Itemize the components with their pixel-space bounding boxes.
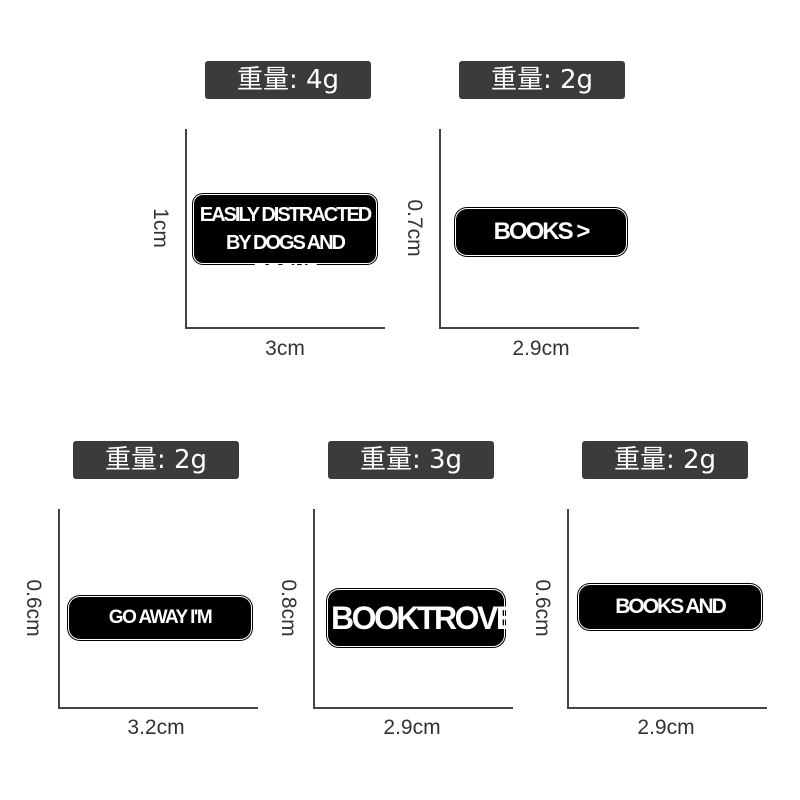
width-label: 2.9cm xyxy=(637,716,695,739)
height-axis xyxy=(313,509,315,709)
weight-badge: 重量: 3g xyxy=(328,441,494,479)
height-axis xyxy=(439,129,441,329)
height-axis xyxy=(58,509,60,709)
enamel-pin: BOOKS > PEOPLE xyxy=(459,212,623,285)
weight-badge: 重量: 2g xyxy=(582,441,748,479)
enamel-pin: BOOKS AND COFFEE xyxy=(582,588,758,656)
width-label: 3cm xyxy=(265,337,305,360)
weight-badge: 重量: 2g xyxy=(459,61,625,99)
weight-badge: 重量: 2g xyxy=(73,441,239,479)
width-axis xyxy=(185,327,385,329)
enamel-pin: BOOKTROVERT xyxy=(331,593,555,643)
height-label: 0.7cm xyxy=(403,199,426,257)
height-axis xyxy=(567,509,569,709)
enamel-pin: GO AWAY I'M READING. xyxy=(72,600,248,664)
height-label: 0.6cm xyxy=(531,579,554,637)
width-axis xyxy=(439,327,639,329)
weight-badge: 重量: 4g xyxy=(205,61,371,99)
height-label: 0.6cm xyxy=(22,579,45,637)
width-label: 2.9cm xyxy=(512,337,570,360)
height-axis xyxy=(185,129,187,329)
height-label: 0.8cm xyxy=(277,579,300,637)
enamel-pin: EASILY DISTRACTED BY DOGS AND BOOKS xyxy=(197,198,373,282)
height-label: 1cm xyxy=(149,208,172,248)
width-label: 3.2cm xyxy=(127,716,185,739)
width-axis xyxy=(58,707,258,709)
width-axis xyxy=(313,707,513,709)
width-label: 2.9cm xyxy=(383,716,441,739)
width-axis xyxy=(567,707,767,709)
